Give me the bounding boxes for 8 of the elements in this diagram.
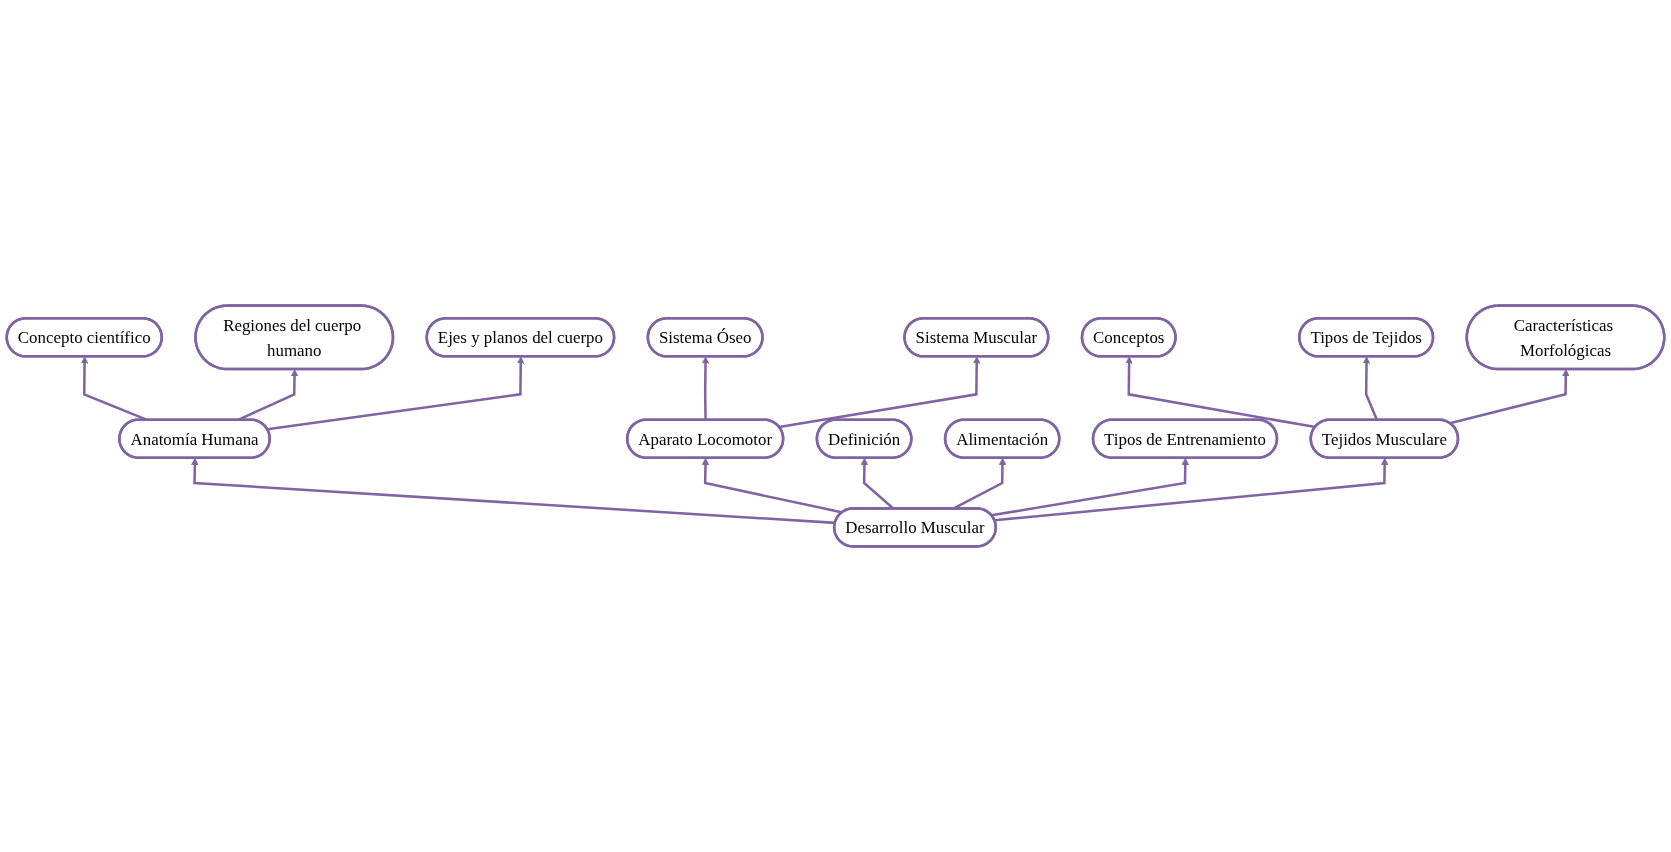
arrow [991,457,1190,517]
arrow [1449,369,1570,425]
arrow [701,457,843,514]
arrow [191,457,836,525]
arrow [779,356,981,429]
arrow [1125,356,1316,429]
arrow [267,356,525,431]
arrow [994,457,1389,522]
